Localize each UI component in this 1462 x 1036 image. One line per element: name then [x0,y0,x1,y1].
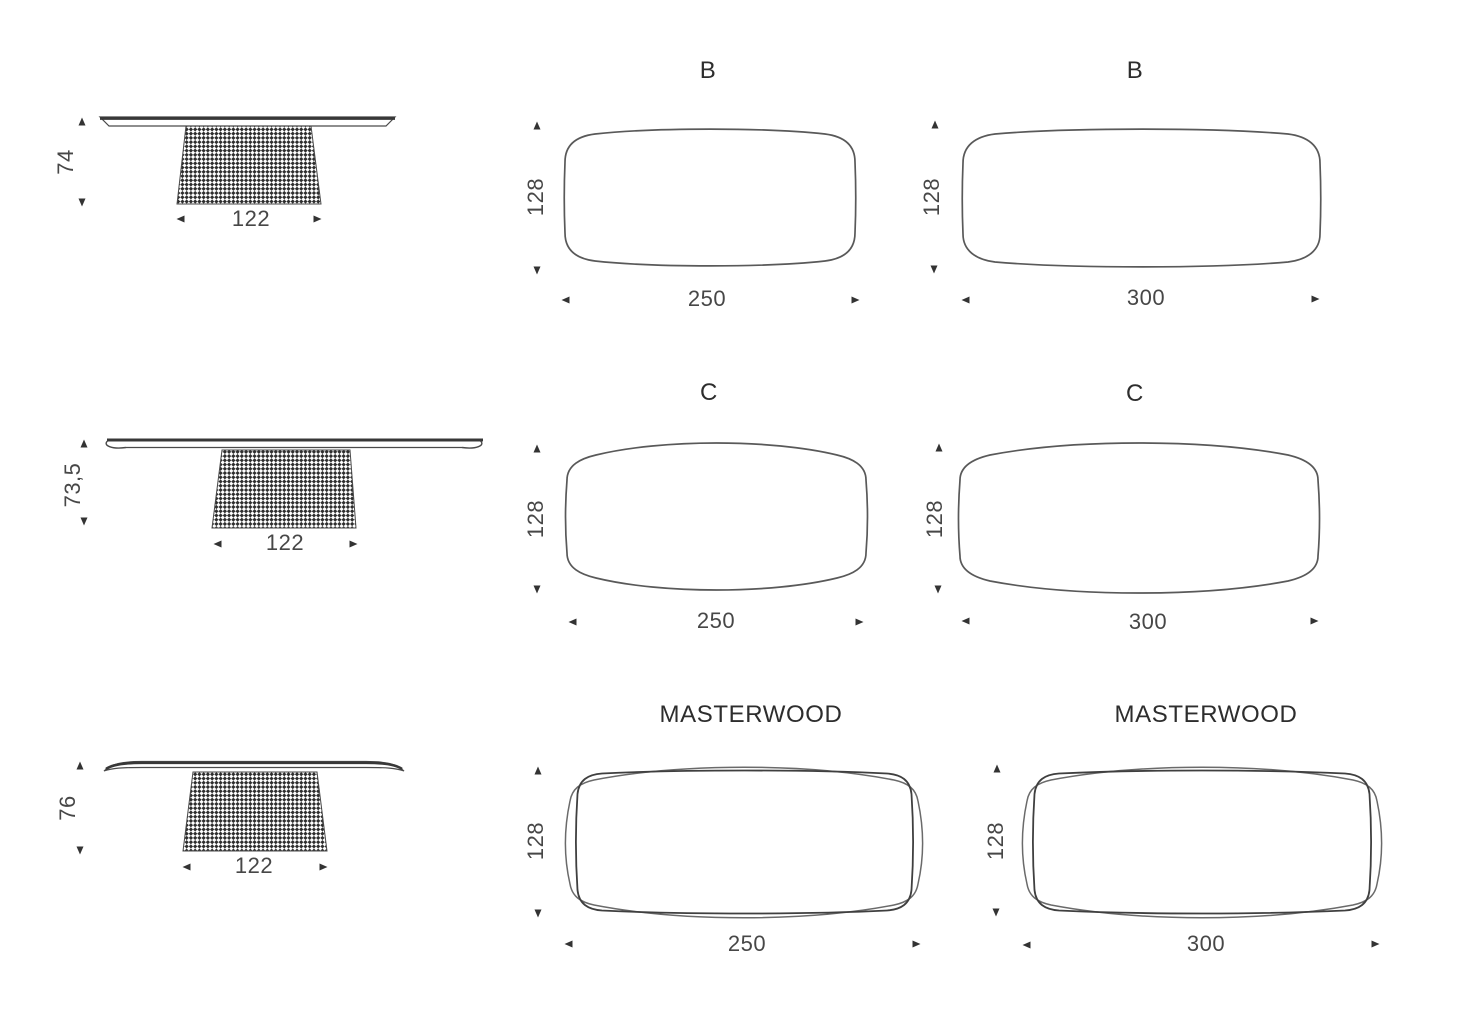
arrow-right-icon [1311,295,1320,303]
arrow-up-icon [993,764,1001,773]
arrow-right-icon [851,296,860,304]
arrow-up-icon [935,443,943,452]
arrow-up-icon [76,761,84,770]
top-view-b-250-drawing [533,121,860,304]
pedestal-base [176,125,322,205]
arrow-left-icon [568,618,577,626]
arrow-left-icon [176,215,185,223]
arrow-up-icon [533,444,541,453]
tabletop-inner-outline [575,769,914,915]
pedestal-base [211,449,357,529]
tabletop-outline [961,128,1322,268]
arrow-right-icon [1371,940,1380,948]
arrow-right-icon [855,618,864,626]
tabletop-outline [564,442,869,591]
arrow-left-icon [961,296,970,304]
top-view-c-300-drawing [934,442,1321,625]
arrow-down-icon [76,846,84,855]
tabletop-outline [563,128,857,267]
arrow-left-icon [182,863,191,871]
tabletop-outline [957,442,1321,594]
arrow-down-icon [934,585,942,594]
arrow-left-icon [564,940,573,948]
arrow-up-icon [931,120,939,129]
top-view-masterwood-250-drawing [534,766,924,948]
tabletop-end-left [105,440,127,449]
tabletop-inner-outline [1032,769,1372,915]
tabletop-edge [105,761,403,771]
top-view-b-300-drawing [930,120,1322,304]
tabletop-outer-outline [1021,766,1383,919]
arrow-down-icon [930,265,938,274]
arrow-up-icon [78,117,86,126]
arrow-down-icon [533,266,541,275]
arrow-right-icon [1310,617,1319,625]
arrow-right-icon [313,215,322,223]
arrow-up-icon [534,766,542,775]
side-view-3-drawing [76,760,405,871]
arrow-right-icon [912,940,921,948]
arrow-up-icon [80,439,88,448]
arrow-left-icon [561,296,570,304]
arrow-down-icon [80,517,88,526]
pedestal-base [182,771,328,852]
tabletop-outer-outline [564,766,924,919]
arrow-right-icon [319,863,328,871]
side-view-2-drawing [80,438,483,548]
arrow-right-icon [349,540,358,548]
arrow-up-icon [533,121,541,130]
arrow-down-icon [533,585,541,594]
arrow-left-icon [213,540,222,548]
side-view-1-drawing [78,116,397,223]
arrow-down-icon [992,908,1000,917]
top-view-c-250-drawing [533,442,869,626]
tabletop-end-right [461,440,483,449]
arrow-down-icon [534,909,542,918]
arrow-left-icon [1022,941,1031,949]
arrow-left-icon [961,617,970,625]
arrow-down-icon [78,198,86,207]
top-view-masterwood-300-drawing [992,764,1383,949]
